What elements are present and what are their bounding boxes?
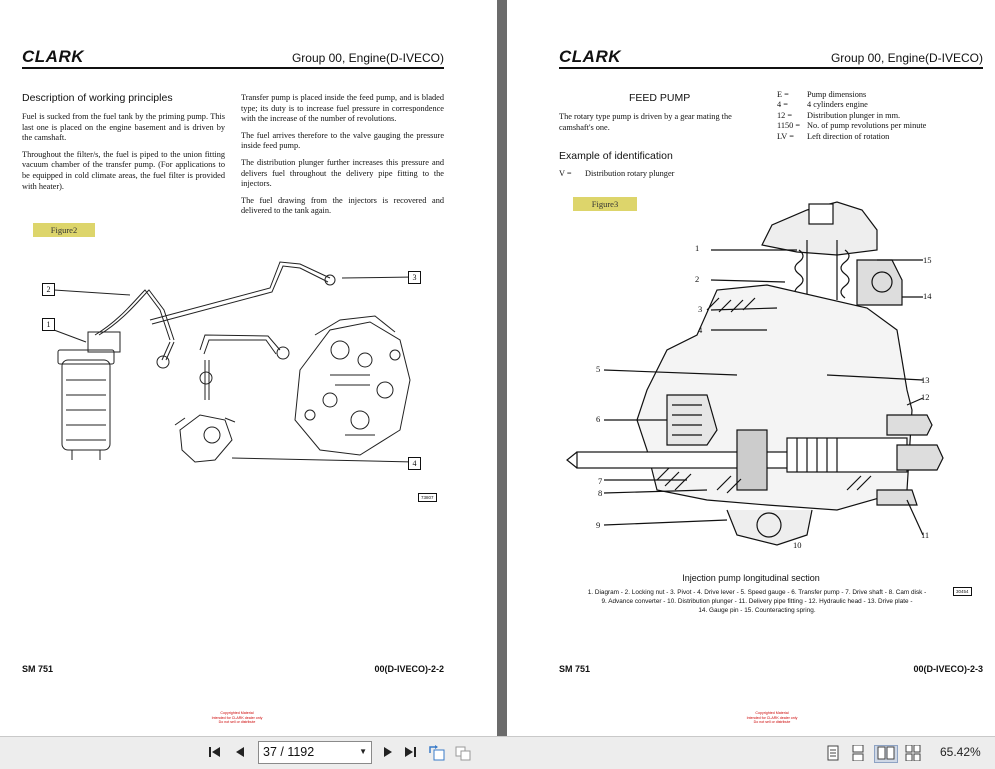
callout-3: 3 <box>408 271 421 284</box>
clark-logo: CLARK <box>22 47 84 66</box>
callout-1: 1 <box>695 243 700 253</box>
definition-row: 4 = 4 cylinders engine <box>777 100 926 110</box>
legend-line: 9. Advance converter - 10. Distribution … <box>601 598 913 606</box>
paragraph: Throughout the filter/s, the fuel is pip… <box>22 149 225 191</box>
footer-right: 00(D-IVECO)-2-2 <box>374 664 444 674</box>
footer-left: SM 751 <box>559 664 591 674</box>
definition-key: LV = <box>777 131 794 141</box>
copyright-line: Copyrighted Material <box>220 711 254 715</box>
copyright-notice: Copyrighted Material Intended for CLARK … <box>192 711 282 725</box>
figure-caption: Injection pump longitudinal section <box>682 573 820 583</box>
definition-key: 1150 = <box>777 121 801 131</box>
text-column-1: Fuel is sucked from the fuel tank by the… <box>22 112 225 198</box>
group-title: Group 00, Engine(D-IVECO) <box>830 51 983 65</box>
group-title: Group 00, Engine(D-IVECO) <box>291 51 444 65</box>
callout-1: 1 <box>42 318 55 331</box>
viewer-toolbar: 37 / 1192 ▼ 65.42% <box>0 736 995 769</box>
section-title: Description of working principles <box>22 92 173 104</box>
footer-right: 00(D-IVECO)-2-3 <box>913 664 983 674</box>
callout-4: 4 <box>698 325 703 335</box>
callout-14: 14 <box>923 291 932 301</box>
copyright-line: Copyrighted Material <box>755 711 789 715</box>
callout-15: 15 <box>923 255 932 265</box>
callout-8: 8 <box>598 488 603 498</box>
next-page-icon[interactable] <box>382 745 394 761</box>
example-title: Example of identification <box>559 150 673 162</box>
paragraph: The distribution plunger further increas… <box>241 157 444 189</box>
definition-value: Pump dimensions <box>807 90 867 99</box>
definition-value: No. of pump revolutions per minute <box>807 121 927 131</box>
zoom-level[interactable]: 65.42% <box>940 745 981 759</box>
definition-row: 12 = Distribution plunger in mm. <box>777 111 926 121</box>
legend-line: 1. Diagram - 2. Locking nut - 3. Pivot -… <box>587 589 927 596</box>
chevron-down-icon[interactable]: ▼ <box>359 747 367 756</box>
first-page-icon[interactable] <box>208 745 222 761</box>
example-value: Distribution rotary plunger <box>585 169 675 178</box>
callout-6: 6 <box>596 414 601 424</box>
rotate-icon[interactable] <box>428 745 446 761</box>
header-rule <box>22 67 444 69</box>
left-page: CLARK Group 00, Engine(D-IVECO) Descript… <box>0 0 497 736</box>
continuous-icon[interactable] <box>850 744 866 762</box>
callout-5: 5 <box>596 364 601 374</box>
single-page-icon[interactable] <box>826 745 840 761</box>
example-row: V = Distribution rotary plunger <box>559 169 779 180</box>
definition-row: E = Pump dimensions <box>777 90 926 100</box>
copyright-line: Do not sell or distribute <box>218 720 256 725</box>
callout-2: 2 <box>42 283 55 296</box>
two-page-continuous-icon[interactable] <box>904 744 922 762</box>
right-page: CLARK Group 00, Engine(D-IVECO) FEED PUM… <box>507 0 995 736</box>
legend-line: 14. Gauge pin - 15. Counteracting spring… <box>698 607 816 615</box>
figure-id: 30454 <box>953 587 972 596</box>
footer-left: SM 751 <box>22 664 54 674</box>
intro-text: The rotary type pump is driven by a gear… <box>559 112 732 132</box>
header-rule <box>559 67 983 69</box>
callout-7: 7 <box>598 476 603 486</box>
figure-tag: Figure2 <box>33 223 95 237</box>
callout-13: 13 <box>921 375 930 385</box>
paragraph: The fuel arrives therefore to the valve … <box>241 130 444 151</box>
figure-id: 73807 <box>418 493 437 502</box>
definition-key: E = <box>777 90 789 99</box>
callout-4: 4 <box>408 457 421 470</box>
section-title: FEED PUMP <box>629 92 691 104</box>
callout-3: 3 <box>698 304 703 314</box>
copyright-line: Do not sell or distribute <box>753 720 791 725</box>
prev-page-icon[interactable] <box>234 745 246 761</box>
callout-12: 12 <box>921 392 930 402</box>
copyright-line: Intended for CLARK dealer only <box>746 715 798 720</box>
callout-10: 10 <box>793 540 802 550</box>
definition-key: 12 = <box>777 110 793 120</box>
paragraph: The fuel drawing from the injectors is r… <box>241 195 444 216</box>
definition-row: LV = Left direction of rotation <box>777 132 926 142</box>
definition-row: 1150 = No. of pump revolutions per minute <box>777 121 926 131</box>
callout-11: 11 <box>921 530 930 540</box>
page-number-value: 37 / 1192 <box>263 745 315 759</box>
paragraph: Fuel is sucked from the fuel tank by the… <box>22 112 225 143</box>
two-page-icon[interactable] <box>874 745 898 763</box>
figure-legend: 1. Diagram - 2. Locking nut - 3. Pivot -… <box>537 588 977 616</box>
last-page-icon[interactable] <box>403 745 417 761</box>
definition-value: Left direction of rotation <box>807 131 890 141</box>
fuel-system-illustration <box>53 261 415 463</box>
copyright-notice: Copyrighted Material Intended for CLARK … <box>727 711 817 725</box>
callout-9: 9 <box>596 520 601 530</box>
paragraph: Transfer pump is placed inside the feed … <box>241 93 444 124</box>
definition-key: 4 = <box>777 100 788 110</box>
definition-value: Distribution plunger in mm. <box>807 110 901 120</box>
copyright-line: Intended for CLARK dealer only <box>211 715 263 720</box>
fit-icon[interactable] <box>454 745 472 761</box>
example-key: V = <box>559 169 572 178</box>
clark-logo: CLARK <box>559 47 621 66</box>
definition-list: E = Pump dimensions 4 = 4 cylinders engine… <box>777 90 926 142</box>
text-column-2: Transfer pump is placed inside the feed … <box>241 93 444 223</box>
callout-2: 2 <box>695 274 700 284</box>
figure-tag: Figure3 <box>573 197 637 211</box>
injection-pump-section <box>566 201 944 546</box>
page-number-input[interactable]: 37 / 1192 ▼ <box>258 741 372 764</box>
definition-value: 4 cylinders engine <box>807 100 868 110</box>
